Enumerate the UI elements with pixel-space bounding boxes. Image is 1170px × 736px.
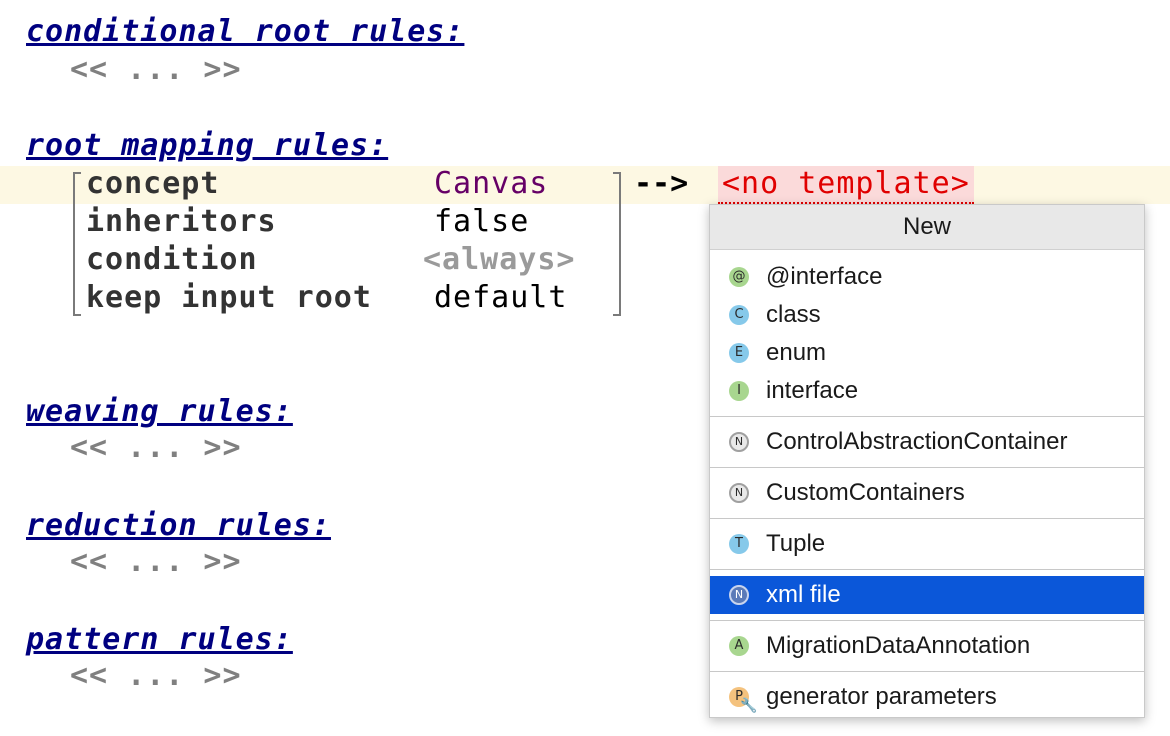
menu-item-label: MigrationDataAnnotation [766, 632, 1031, 659]
menu-item-custom-containers[interactable]: N CustomContainers [710, 474, 1144, 512]
prop-value-concept[interactable]: Canvas [434, 166, 549, 201]
menu-separator [710, 620, 1144, 621]
node-icon: N [729, 483, 749, 503]
menu-item-control-abstraction-container[interactable]: N ControlAbstractionContainer [710, 423, 1144, 461]
menu-item-enum[interactable]: E enum [710, 334, 1144, 372]
menu-item-at-interface[interactable]: @ @interface [710, 258, 1144, 296]
new-popup-menu: New @ @interface C class E enum I interf… [709, 204, 1145, 718]
menu-item-label: generator parameters [766, 683, 997, 710]
prop-key-inheritors: inheritors [86, 204, 277, 239]
reduction-rules-placeholder[interactable]: << ... >> [70, 544, 242, 579]
weaving-rules-title[interactable]: weaving rules: [26, 394, 293, 429]
conditional-root-rules-title[interactable]: conditional root rules: [26, 14, 465, 49]
menu-separator [710, 569, 1144, 570]
pattern-rules-placeholder[interactable]: << ... >> [70, 658, 242, 693]
no-template-target[interactable]: <no template> [718, 166, 974, 204]
menu-item-generator-parameters[interactable]: P 🔧 generator parameters [710, 678, 1144, 716]
menu-item-label: CustomContainers [766, 479, 965, 506]
menu-separator [710, 416, 1144, 417]
interface-icon: I [729, 381, 749, 401]
class-icon: C [729, 305, 749, 325]
weaving-rules-placeholder[interactable]: << ... >> [70, 430, 242, 465]
mapping-arrow: --> [634, 166, 689, 201]
reduction-rules-title[interactable]: reduction rules: [26, 508, 331, 543]
menu-item-label: class [766, 301, 821, 328]
prop-key-condition: condition [86, 242, 258, 277]
menu-item-xml-file[interactable]: N xml file [710, 576, 1144, 614]
menu-item-label: xml file [766, 581, 841, 608]
node-icon: N [729, 585, 749, 605]
prop-value-inheritors[interactable]: false [434, 204, 530, 239]
menu-item-interface[interactable]: I interface [710, 372, 1144, 410]
annotation-icon: @ [729, 267, 749, 287]
menu-item-label: ControlAbstractionContainer [766, 428, 1068, 455]
annotation-icon: A [729, 636, 749, 656]
tuple-icon: T [729, 534, 749, 554]
menu-item-class[interactable]: C class [710, 296, 1144, 334]
rule-left-bracket [73, 172, 81, 316]
wrench-icon: 🔧 [740, 697, 758, 713]
menu-item-label: Tuple [766, 530, 826, 557]
root-mapping-rules-title[interactable]: root mapping rules: [26, 128, 389, 163]
node-icon: N [729, 432, 749, 452]
conditional-root-rules-placeholder[interactable]: << ... >> [70, 52, 242, 87]
menu-item-label: @interface [766, 263, 883, 290]
menu-item-tuple[interactable]: T Tuple [710, 525, 1144, 563]
prop-value-keep-input-root[interactable]: default [434, 280, 568, 315]
menu-item-label: interface [766, 377, 859, 404]
current-line-highlight [0, 166, 1170, 204]
prop-key-keep-input-root: keep input root [86, 280, 372, 315]
parameters-icon: P [729, 687, 749, 707]
popup-header: New [710, 205, 1144, 250]
menu-separator [710, 467, 1144, 468]
pattern-rules-title[interactable]: pattern rules: [26, 622, 293, 657]
rule-right-bracket [613, 172, 621, 316]
menu-item-migration-data-annotation[interactable]: A MigrationDataAnnotation [710, 627, 1144, 665]
prop-value-condition[interactable]: <always> [423, 242, 576, 277]
menu-separator [710, 518, 1144, 519]
menu-item-label: enum [766, 339, 827, 366]
menu-separator [710, 671, 1144, 672]
enum-icon: E [729, 343, 749, 363]
prop-key-concept: concept [86, 166, 220, 201]
